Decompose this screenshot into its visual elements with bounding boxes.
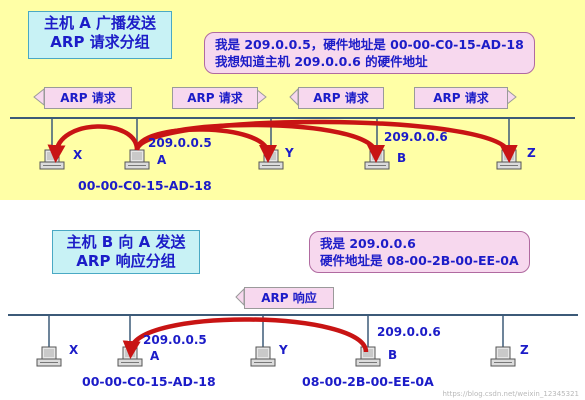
response-callout-line1: 我是 209.0.0.6 [320,236,416,251]
request-callout: 我是 209.0.0.5，硬件地址是 00-00-C0-15-AD-18 我想知… [204,32,535,74]
request-title-line2: ARP 请求分组 [50,33,150,51]
bottom-host-x-icon [36,346,62,367]
top-host-x-label: X [73,148,83,162]
response-callout-line2: 硬件地址是 08-00-2B-00-EE-0A [320,253,519,268]
bottom-host-b-label: B [388,348,398,362]
bottom-host-a-ip: 209.0.0.5 [143,333,207,347]
bottom-host-y-icon [250,346,276,367]
top-host-z-label: Z [527,146,536,160]
request-title: 主机 A 广播发送 ARP 请求分组 [28,11,172,59]
request-callout-line2: 我想知道主机 209.0.0.6 的硬件地址 [215,54,428,69]
bottom-host-y-label: Y [279,343,288,357]
bottom-host-a-label: A [150,349,160,363]
top-host-a-icon [124,149,150,170]
bottom-host-a-mac: 00-00-C0-15-AD-18 [82,374,216,389]
bottom-host-b-ip: 209.0.0.6 [377,325,441,339]
top-host-a-ip: 209.0.0.5 [148,136,212,150]
response-title-line2: ARP 响应分组 [76,252,176,270]
watermark: https://blog.csdn.net/weixin_12345321 [442,390,579,398]
request-title-line1: 主机 A 广播发送 [43,14,157,32]
response-title-line1: 主机 B 向 A 发送 [66,233,186,251]
request-callout-line1: 我是 209.0.0.5，硬件地址是 00-00-C0-15-AD-18 [215,37,524,52]
top-host-x-icon [39,149,65,170]
response-callout: 我是 209.0.0.6 硬件地址是 08-00-2B-00-EE-0A [309,231,530,273]
top-host-b-label: B [397,151,407,165]
broadcast-arrow-z [134,119,518,163]
bottom-host-x-label: X [69,343,79,357]
bottom-host-z-icon [490,346,516,367]
top-host-y-icon [258,149,284,170]
response-title: 主机 B 向 A 发送 ARP 响应分组 [52,230,200,274]
top-host-a-mac: 00-00-C0-15-AD-18 [78,178,212,193]
response-arrow [122,317,369,359]
broadcast-arrow-x [47,124,140,163]
top-host-y-label: Y [285,146,294,160]
bottom-host-b-mac: 08-00-2B-00-EE-0A [302,374,434,389]
top-host-a-label: A [157,153,167,167]
bottom-host-z-label: Z [520,343,529,357]
top-host-b-ip: 209.0.0.6 [384,130,448,144]
